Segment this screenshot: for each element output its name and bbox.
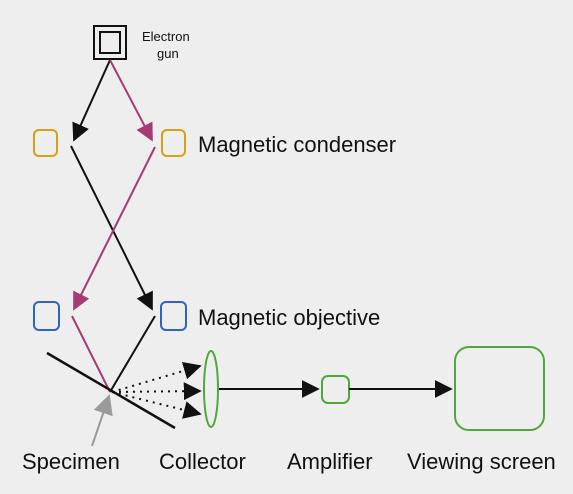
objective-lens-left [33,301,60,331]
viewing-screen-label: Viewing screen [407,449,556,474]
specimen-label: Specimen [22,449,120,474]
electron-gun-label-line1: Electron [142,29,190,44]
collector-label: Collector [159,449,246,474]
electron-gun [93,25,127,60]
condenser-lens-left [33,129,58,157]
emission-rays [111,361,202,419]
objective-lens-right [160,301,187,331]
condenser-lens-right [161,129,186,157]
viewing-screen [454,346,545,431]
specimen-pointer [91,394,113,447]
amplifier [321,375,350,404]
beam-path-black [70,59,156,393]
amplifier-label: Amplifier [287,449,373,474]
magnetic-objective-label: Magnetic objective [198,305,380,330]
beam-path-magenta [71,59,156,393]
collector [203,350,219,428]
electron-gun-label-line2: gun [157,46,179,61]
specimen [46,351,176,430]
magnetic-condenser-label: Magnetic condenser [198,132,396,157]
